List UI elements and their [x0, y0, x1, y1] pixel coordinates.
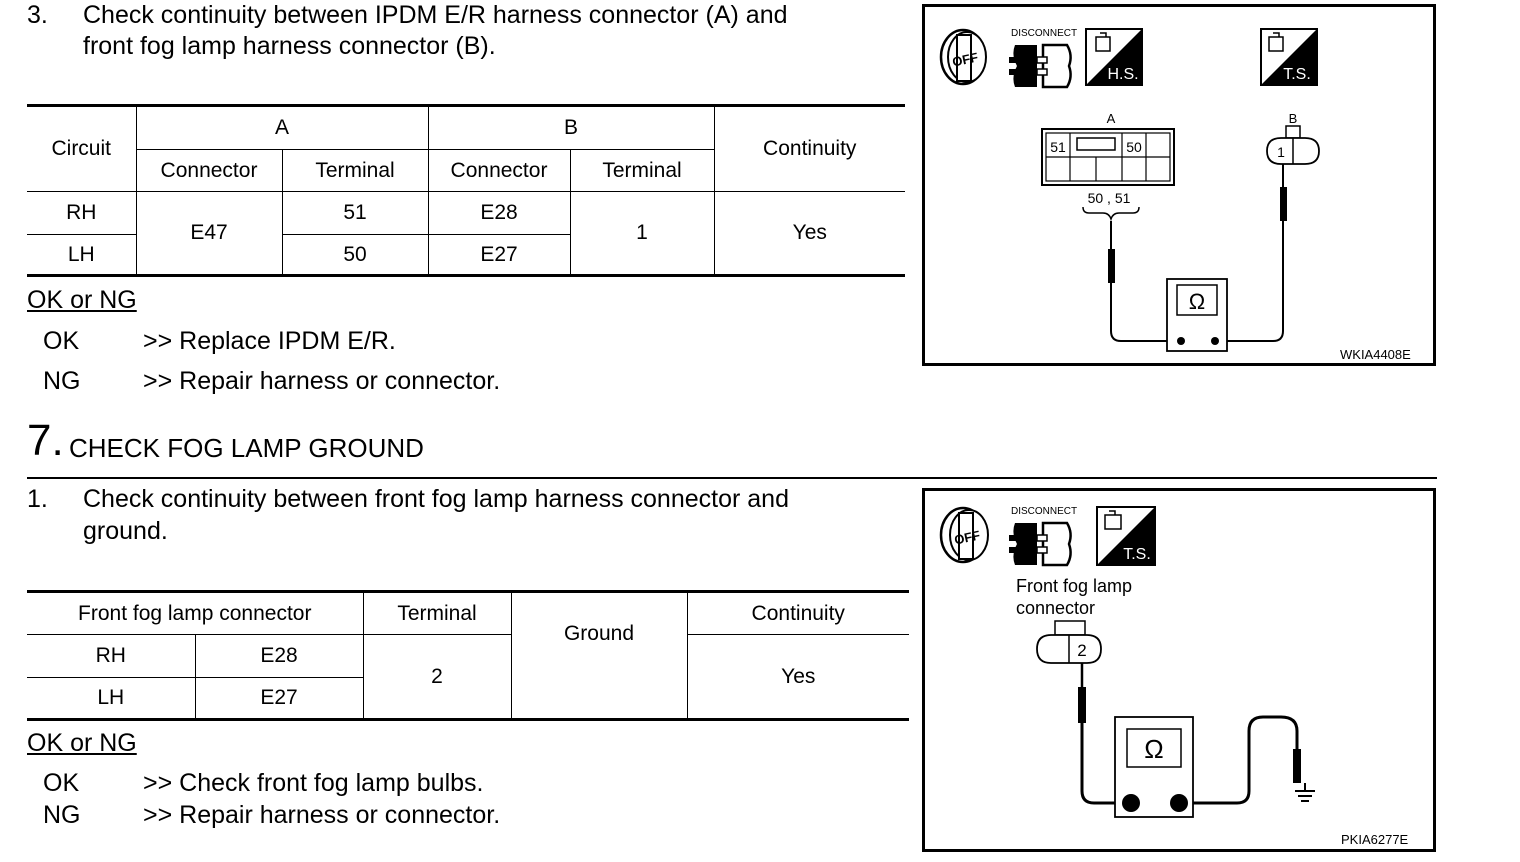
connector-label-line1: Front fog lamp	[1016, 576, 1133, 596]
cell-connector-b-rh: E28	[427, 191, 571, 235]
step-text-line1: Check continuity between IPDM E/R harnes…	[83, 1, 788, 29]
svg-text:T.S.: T.S.	[1123, 546, 1151, 563]
ng-action: >> Repair harness or connector.	[143, 801, 501, 829]
ignition-off-icon: OFF	[939, 28, 987, 86]
svg-text:OFF: OFF	[953, 527, 982, 547]
svg-text:50: 50	[1126, 139, 1142, 155]
wiring-figure-ipdm: OFF DISCONNECT H.S. T.S. A	[922, 4, 1436, 366]
step-number: 1.	[27, 485, 48, 513]
step-text-line2: ground.	[83, 517, 168, 545]
ok-label: OK	[43, 327, 80, 355]
header-terminal-b: Terminal	[569, 149, 715, 192]
ok-action: >> Replace IPDM E/R.	[143, 327, 396, 355]
svg-text:B: B	[1289, 111, 1298, 126]
connector-label-line2: connector	[1016, 598, 1096, 618]
cell-connector-a: E47	[135, 191, 283, 276]
ng-label: NG	[43, 801, 81, 829]
step-text-line1: Check continuity between front fog lamp …	[83, 485, 789, 513]
section-rule	[27, 477, 1437, 479]
cell-connector-rh: E28	[194, 634, 364, 678]
continuity-table-ipdm: Circuit A B Continuity Connector Termina…	[27, 104, 905, 277]
cell-side-rh: RH	[27, 634, 196, 678]
ok-ng-heading: OK or NG	[27, 286, 137, 314]
probe-wires	[1108, 164, 1287, 342]
ohmmeter: Ω	[1166, 278, 1228, 352]
header-terminal-a: Terminal	[281, 149, 429, 192]
off-text: OFF	[951, 49, 980, 69]
cell-terminal-b: 1	[569, 191, 715, 276]
ground-label: Ground	[563, 621, 635, 645]
svg-text:2: 2	[1077, 641, 1086, 660]
section-title: CHECK FOG LAMP GROUND	[69, 433, 424, 463]
figure-drawing: OFF DISCONNECT T.S. 2	[939, 506, 1315, 818]
wiring-figure-ground: OFF DISCONNECT T.S. 2	[922, 488, 1436, 852]
terminal-side-icon: T.S.	[1260, 28, 1318, 86]
ground-symbol-icon	[1295, 790, 1315, 802]
header-connector: Front fog lamp connector	[27, 591, 364, 635]
header-terminal: Terminal	[362, 591, 512, 635]
svg-text:50 , 51: 50 , 51	[1088, 190, 1131, 206]
header-continuity: Continuity	[713, 105, 905, 192]
svg-text:Ω: Ω	[1144, 734, 1163, 764]
cell-side-lh: LH	[27, 677, 196, 720]
continuity-table-ground: Front fog lamp connector Terminal Ground…	[27, 590, 909, 721]
svg-text:DISCONNECT: DISCONNECT	[1011, 28, 1077, 39]
ok-label: OK	[43, 769, 80, 797]
ok-action: >> Check front fog lamp bulbs.	[143, 769, 484, 797]
cell-terminal-a-rh: 51	[281, 191, 429, 235]
fog-lamp-connector: 2	[1036, 620, 1102, 664]
cell-ground: Ground	[510, 591, 688, 720]
step-text-line2: front fog lamp harness connector (B).	[83, 32, 496, 60]
disconnect-icon: DISCONNECT	[1009, 28, 1077, 89]
ng-label: NG	[43, 367, 81, 395]
connector-a: A 51 50 50 , 51	[1041, 111, 1175, 222]
header-circuit: Circuit	[27, 105, 137, 192]
section-number: 7.	[27, 416, 64, 465]
cell-terminal: 2	[362, 634, 512, 720]
cell-circuit-lh: LH	[27, 234, 137, 276]
svg-text:51: 51	[1050, 139, 1066, 155]
cell-connector-b-lh: E27	[427, 234, 571, 276]
svg-text:H.S.: H.S.	[1107, 66, 1138, 83]
header-connector-b: Connector	[427, 149, 571, 192]
ignition-off-icon: OFF	[939, 506, 989, 564]
header-connector-a: Connector	[135, 149, 283, 192]
ng-action: >> Repair harness or connector.	[143, 367, 501, 395]
cell-continuity: Yes	[686, 634, 909, 720]
svg-text:T.S.: T.S.	[1283, 66, 1311, 83]
header-a: A	[135, 105, 429, 150]
cell-circuit-rh: RH	[27, 191, 137, 235]
cell-terminal-a-lh: 50	[281, 234, 429, 276]
step-number: 3.	[27, 1, 48, 29]
figure-code: WKIA4408E	[1340, 347, 1411, 362]
header-continuity: Continuity	[686, 591, 909, 635]
figure-drawing: OFF DISCONNECT H.S. T.S. A	[939, 28, 1320, 352]
svg-text:Ω: Ω	[1189, 289, 1205, 314]
svg-text:A: A	[1107, 111, 1116, 126]
cell-continuity: Yes	[713, 191, 905, 276]
terminal-side-icon: T.S.	[1096, 506, 1156, 566]
connector-b: B 1	[1266, 111, 1320, 165]
figure-code: PKIA6277E	[1341, 832, 1409, 847]
svg-text:1: 1	[1277, 144, 1285, 160]
ok-ng-heading: OK or NG	[27, 729, 137, 757]
harness-side-icon: H.S.	[1085, 28, 1143, 86]
cell-connector-lh: E27	[194, 677, 364, 720]
header-b: B	[427, 105, 715, 150]
probe-wires	[1078, 663, 1306, 805]
disconnect-icon: DISCONNECT	[1009, 506, 1077, 567]
svg-text:DISCONNECT: DISCONNECT	[1011, 506, 1077, 517]
ohmmeter: Ω	[1114, 716, 1194, 818]
